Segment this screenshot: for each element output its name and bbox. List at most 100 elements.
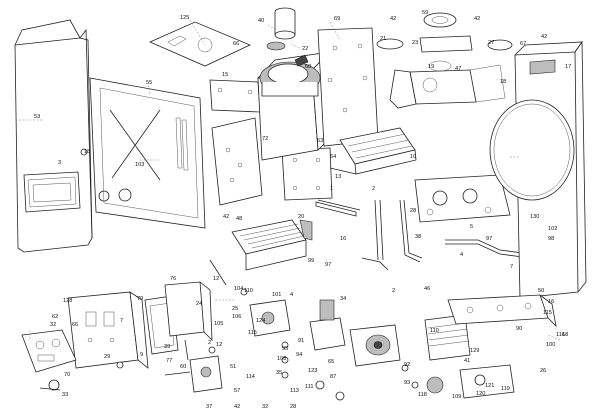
callout-number: 42 xyxy=(474,16,480,22)
callout-number: 79 xyxy=(137,296,143,302)
callout-number: 76 xyxy=(170,276,176,282)
callout-number: 4 xyxy=(460,252,463,258)
callout-number: 119 xyxy=(501,386,510,392)
hydraulic-manifold xyxy=(447,294,557,328)
circulating-pump xyxy=(349,324,401,367)
callout-number: 120 xyxy=(476,391,485,397)
callout-number: 51 xyxy=(230,364,236,370)
callout-number: 69 xyxy=(334,16,340,22)
callout-number: 101 xyxy=(272,292,281,298)
callout-number: 41 xyxy=(464,358,470,364)
callout-number: 32 xyxy=(262,404,268,410)
callout-number: 64 xyxy=(330,154,336,160)
callout-number: 66 xyxy=(72,322,78,328)
callout-number: 57 xyxy=(234,388,240,394)
callout-number: 115 xyxy=(543,310,552,316)
callout-number: 46 xyxy=(424,286,430,292)
callout-number: 116 xyxy=(556,332,565,338)
callout-number: 115 xyxy=(248,330,257,336)
callout-number: 19 xyxy=(428,64,434,70)
chassis-frame xyxy=(389,64,511,223)
callout-number: 97 xyxy=(325,262,331,268)
front-casing-panel xyxy=(14,19,93,253)
callout-number: 42 xyxy=(390,16,396,22)
callout-number: 130 xyxy=(530,214,539,220)
callout-number: 25 xyxy=(232,306,238,312)
pipe-network xyxy=(315,199,541,276)
callout-number: 27 xyxy=(488,40,494,46)
callout-number: 16 xyxy=(548,299,554,305)
callout-number: 105 xyxy=(214,321,223,327)
callout-number: 3 xyxy=(58,160,61,166)
callout-number: 77 xyxy=(166,358,172,364)
callout-number: 67 xyxy=(520,41,526,47)
callout-number: 32 xyxy=(50,322,56,328)
callout-number: 28 xyxy=(410,208,416,214)
callout-number: 90 xyxy=(516,326,522,332)
flow-group xyxy=(426,364,515,399)
callout-number: 108 xyxy=(277,356,286,362)
callout-number: 95 xyxy=(282,346,288,352)
burner-assembly xyxy=(231,219,313,271)
back-panel xyxy=(317,27,379,147)
callout-number: 9 xyxy=(140,352,143,358)
callout-number: 103 xyxy=(135,162,144,168)
callout-number: 68 xyxy=(305,64,311,70)
callout-number: 97 xyxy=(486,236,492,242)
callout-number: 1 xyxy=(330,186,333,192)
callout-number: 39 xyxy=(164,344,170,350)
callout-number: 28 xyxy=(290,404,296,410)
callout-number: 18 xyxy=(500,79,506,85)
side-panel-frame xyxy=(89,77,206,229)
callout-number: 42 xyxy=(234,404,240,410)
callout-number: 100 xyxy=(546,342,555,348)
callout-number: 59 xyxy=(422,10,428,16)
top-cover-plate xyxy=(149,21,251,67)
callout-number: 114 xyxy=(246,374,255,380)
callout-number: 38 xyxy=(415,234,421,240)
callout-number: 111 xyxy=(305,384,314,390)
callout-number: 104 xyxy=(234,286,243,292)
callout-number: 93 xyxy=(404,380,410,386)
callout-number: 50 xyxy=(538,288,544,294)
callout-number: 4 xyxy=(290,292,293,298)
leader-lines xyxy=(18,19,561,341)
chamber-front-plate xyxy=(281,147,333,201)
callout-number: 42 xyxy=(541,34,547,40)
callout-number: 5 xyxy=(470,224,473,230)
callout-number: 102 xyxy=(548,226,557,232)
expansion-vessel xyxy=(489,59,575,201)
callout-number: 91 xyxy=(298,338,304,344)
callout-number: 2 xyxy=(372,186,375,192)
chamber-side-plate xyxy=(211,117,263,206)
electronic-module xyxy=(164,281,213,342)
callout-number: 2 xyxy=(392,288,395,294)
callout-number: 22 xyxy=(302,46,308,52)
callout-number: 128 xyxy=(63,298,72,304)
callout-number: 26 xyxy=(540,368,546,374)
heat-exchanger xyxy=(329,127,417,175)
callout-number: 2 xyxy=(208,340,211,346)
callout-number: 121 xyxy=(485,383,494,389)
callout-number: 47 xyxy=(455,66,461,72)
control-panel-box xyxy=(67,291,149,369)
callout-number: 12 xyxy=(216,342,222,348)
fan-assembly xyxy=(259,54,321,97)
callout-number: 92 xyxy=(404,362,410,368)
callout-number: 60 xyxy=(180,364,186,370)
callout-number: 113 xyxy=(290,388,299,394)
callout-number: 42 xyxy=(223,214,229,220)
callout-number: 63 xyxy=(317,138,323,144)
callout-number: 17 xyxy=(565,64,571,70)
callout-number: 48 xyxy=(236,216,242,222)
callout-number: 55 xyxy=(146,80,152,86)
plate-heat-exchanger xyxy=(424,314,471,361)
callout-number: 125 xyxy=(180,15,189,21)
callout-number: 10 xyxy=(410,154,416,160)
callout-number: 7 xyxy=(120,318,123,324)
callout-number: 98 xyxy=(548,236,554,242)
callout-number: 118 xyxy=(418,392,427,398)
flue-pipe xyxy=(266,7,296,51)
